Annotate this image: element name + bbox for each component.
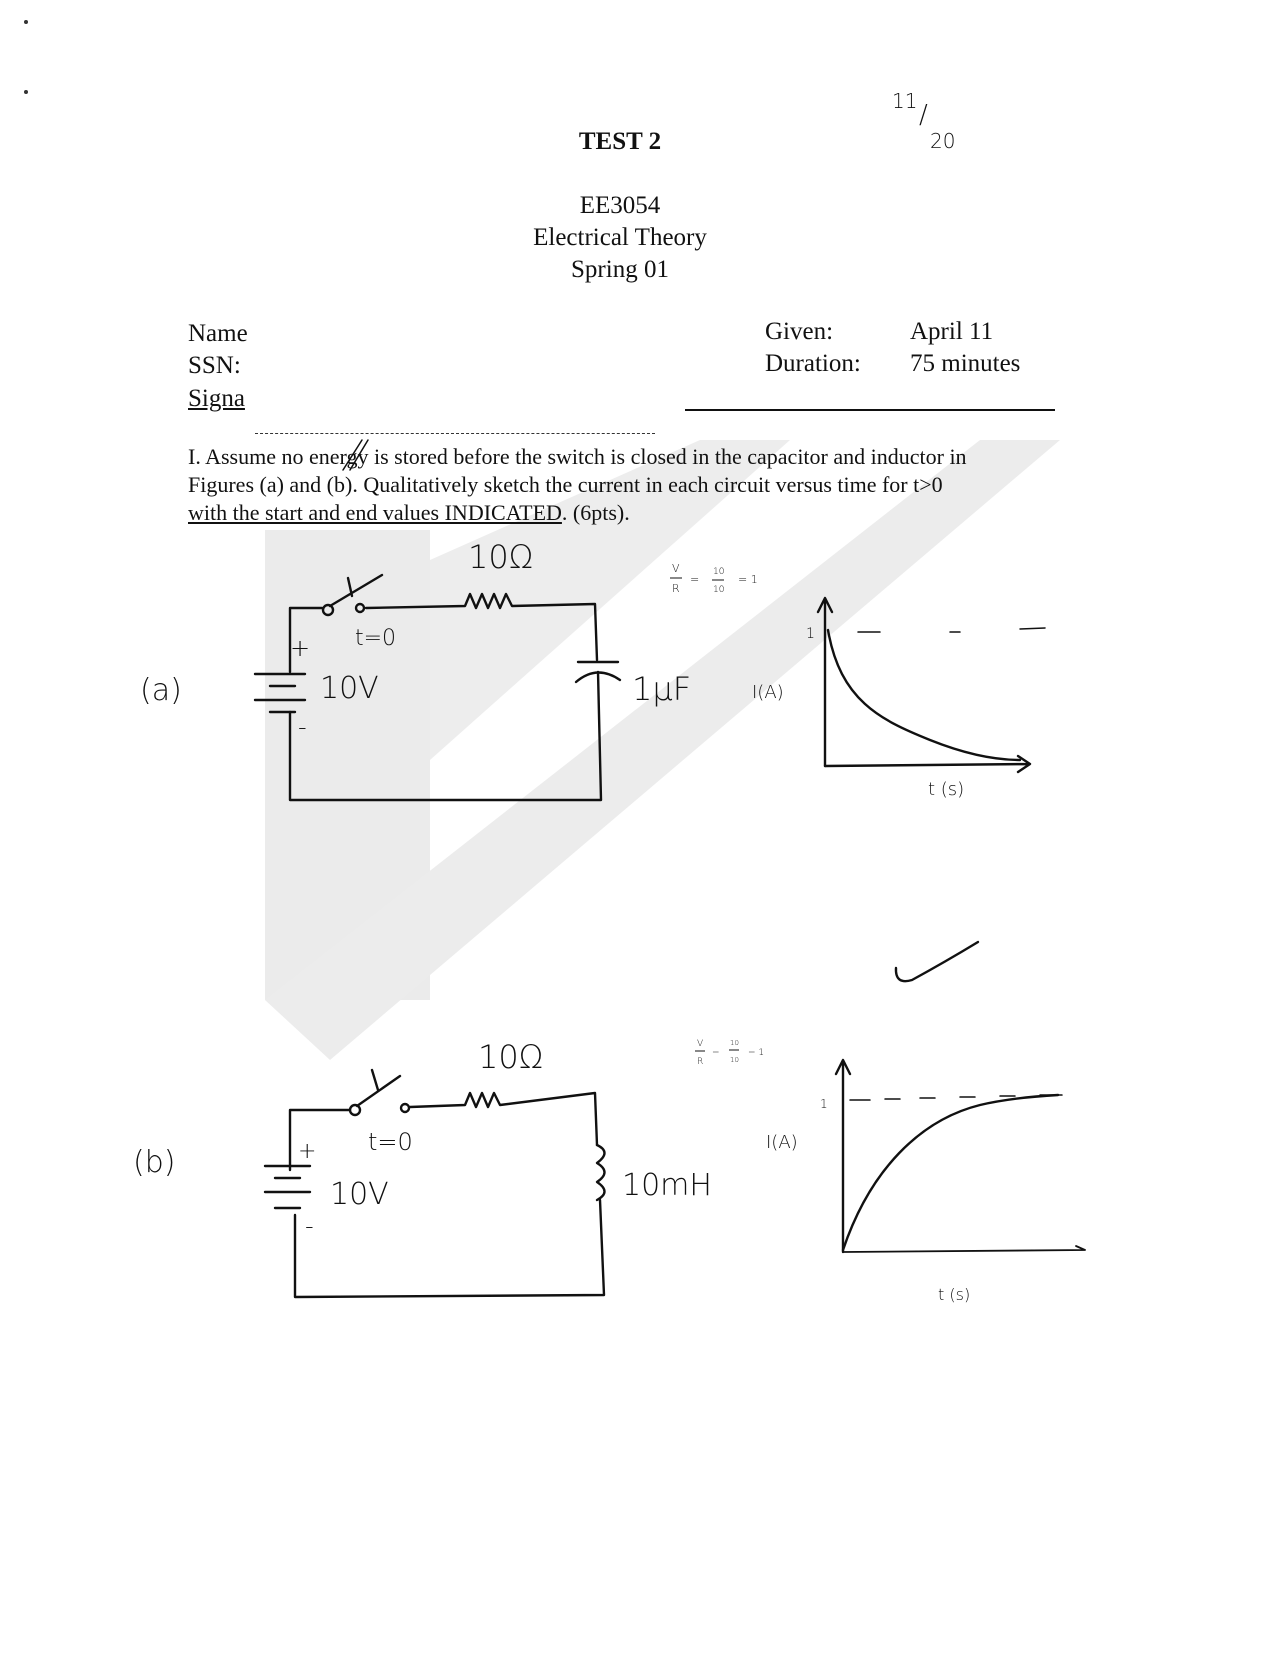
signature-line [685, 409, 1055, 411]
calc-a-frac-den: 10 [713, 585, 724, 595]
battery-a-minus: - [298, 713, 307, 741]
question-text: I. Assume no energy is stored before the… [188, 443, 967, 527]
calc-a-den: R [672, 582, 680, 595]
figure-b-label: (b) [133, 1145, 175, 1180]
wire-a-left [288, 606, 324, 674]
calc-a-eq2: = 1 [738, 573, 758, 586]
graph-a-y-axis [816, 596, 834, 768]
figure-a-label: (a) [140, 673, 182, 708]
course-code: EE3054 [579, 192, 661, 219]
calc-b: V R = 10 10 = 1 [695, 1039, 764, 1067]
check-mark [894, 940, 980, 983]
dashed-divider [255, 433, 655, 434]
calc-a: V R = 10 10 = 1 [670, 562, 758, 595]
switch-a-lever [328, 573, 384, 608]
switch-b-contact [348, 1103, 362, 1117]
calc-b-frac-den: 10 [730, 1056, 739, 1064]
given-value: April 11 [910, 318, 994, 345]
question-line-1: I. Assume no energy is stored before the… [188, 444, 967, 469]
question-emphasis: with the start and end values INDICATED [188, 500, 562, 525]
given-label: Given: [765, 318, 834, 345]
switch-b-time: t=0 [368, 1128, 413, 1156]
graph-a-x-axis [823, 754, 1032, 774]
wire-b-left [288, 1108, 352, 1172]
scan-speck [24, 90, 28, 94]
course-name: Electrical Theory [533, 224, 707, 251]
graph-b-ylabel: I(A) [766, 1132, 798, 1153]
source-b-value: 10V [330, 1177, 389, 1212]
correction-mark [342, 439, 369, 471]
battery-a-plus: + [290, 634, 310, 662]
calc-a-eq1: = [690, 573, 699, 586]
graph-a-dashed [857, 627, 1046, 633]
question-line-2: Figures (a) and (b). Qualitatively sketc… [188, 472, 943, 497]
grade-slash: / [919, 100, 928, 130]
wire-b-bottom [293, 1198, 606, 1299]
graph-a-ylabel: I(A) [752, 682, 784, 703]
graph-b-tick: 1 [820, 1097, 828, 1111]
graph-a [816, 596, 1046, 774]
calc-b-frac-num: 10 [730, 1039, 739, 1047]
switch-b-lever [355, 1068, 402, 1108]
graph-b-x-axis [842, 1245, 1086, 1253]
circuit-b [263, 1068, 606, 1299]
grade-mark: 11 / 20 [892, 90, 962, 156]
resistor-a [364, 592, 599, 662]
graph-a-curve [826, 628, 1022, 762]
question-points: . (6pts). [561, 500, 630, 525]
battery-b-plus: + [298, 1139, 316, 1164]
circuit-a [253, 573, 622, 802]
duration-label: Duration: [765, 350, 861, 377]
grade-total: 20 [930, 129, 956, 153]
graph-b-y-axis [834, 1058, 852, 1254]
switch-a-time: t=0 [355, 626, 396, 651]
course-term: Spring 01 [571, 256, 669, 283]
graph-b-dashed [849, 1094, 1063, 1101]
calc-b-den: R [697, 1057, 703, 1067]
signature-label: Signa [188, 385, 245, 412]
resistor-b-value: 10Ω [478, 1038, 543, 1076]
name-label: Name [188, 320, 248, 347]
capacitor-a-value: 1μF [632, 670, 691, 708]
scan-speck [24, 20, 28, 24]
inductor-b [595, 1143, 606, 1202]
ssn-label: SSN: [188, 352, 241, 379]
calc-a-num: V [672, 562, 680, 575]
calc-a-frac-num: 10 [713, 567, 724, 577]
duration-value: 75 minutes [910, 350, 1021, 377]
resistor-a-value: 10Ω [468, 538, 533, 576]
graph-b [834, 1058, 1086, 1254]
grade-score: 11 [892, 89, 918, 113]
graph-b-curve [841, 1093, 1060, 1252]
battery-b-minus: - [305, 1212, 314, 1240]
resistor-b [408, 1091, 599, 1147]
calc-b-num: V [697, 1039, 703, 1049]
inductor-b-value: 10mH [622, 1168, 712, 1203]
page-title: TEST 2 [578, 128, 662, 155]
calc-b-eq2: = 1 [748, 1048, 764, 1058]
calc-b-eq1: = [712, 1048, 720, 1058]
switch-a-contact2 [354, 602, 366, 614]
source-a-value: 10V [320, 671, 379, 706]
switch-a-contact [321, 603, 335, 617]
wire-a-bottom [288, 670, 603, 802]
switch-b-contact2 [399, 1102, 411, 1114]
battery-b [263, 1164, 312, 1210]
battery-a [253, 672, 307, 714]
graph-a-xlabel: t (s) [928, 779, 964, 800]
graph-b-xlabel: t (s) [938, 1285, 970, 1304]
graph-a-tick: 1 [806, 626, 815, 642]
question-line-3: with the start and end values INDICATED.… [188, 499, 967, 527]
